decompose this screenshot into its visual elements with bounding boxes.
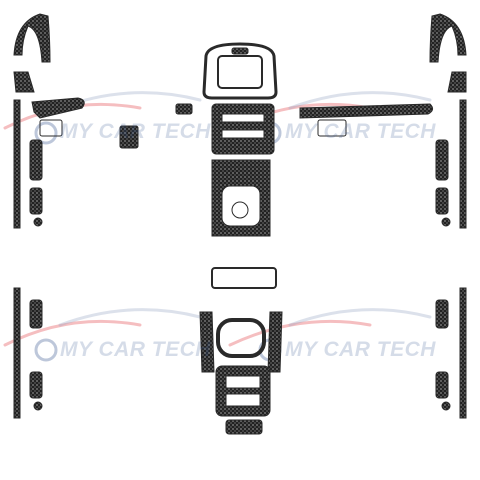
watermark-text: MY CAR TECH	[60, 338, 211, 361]
display-bezel	[202, 42, 278, 100]
armrest-trim	[211, 267, 277, 289]
door-panel-rl-1	[13, 287, 21, 419]
door-panel-fr-2	[435, 139, 449, 181]
watermark-text: MY CAR TECH	[60, 120, 211, 143]
door-panel-fl-2	[29, 139, 43, 181]
vent-surround-right	[447, 71, 467, 93]
door-panel-rl-2	[29, 299, 43, 329]
watermark-text: MY CAR TECH	[285, 338, 436, 361]
dash-strip-left	[31, 97, 85, 119]
door-panel-rr-3	[435, 371, 449, 399]
door-panel-fr-3	[435, 187, 449, 215]
door-panel-fl-1	[13, 99, 21, 229]
dash-knob-left	[175, 103, 193, 115]
carbon-parts	[13, 13, 467, 435]
dash-strip-right	[299, 103, 434, 119]
door-panel-rl-3	[29, 371, 43, 399]
rear-console-ring	[216, 318, 266, 358]
a-pillar-trim-left	[13, 13, 51, 63]
door-panel-rr-1	[459, 287, 467, 419]
rear-console-vents	[215, 365, 271, 417]
radio-panel	[211, 103, 275, 155]
door-panel-fr-1	[459, 99, 467, 229]
rear-console-lower	[225, 419, 263, 435]
rear-console-side-left	[199, 311, 215, 373]
rear-console-side-right	[267, 311, 283, 373]
door-panel-fl-3	[29, 187, 43, 215]
door-panel-rr-2	[435, 299, 449, 329]
a-pillar-trim-right	[429, 13, 467, 63]
watermark-text: MY CAR TECH	[285, 120, 436, 143]
vent-surround-left	[13, 71, 35, 93]
